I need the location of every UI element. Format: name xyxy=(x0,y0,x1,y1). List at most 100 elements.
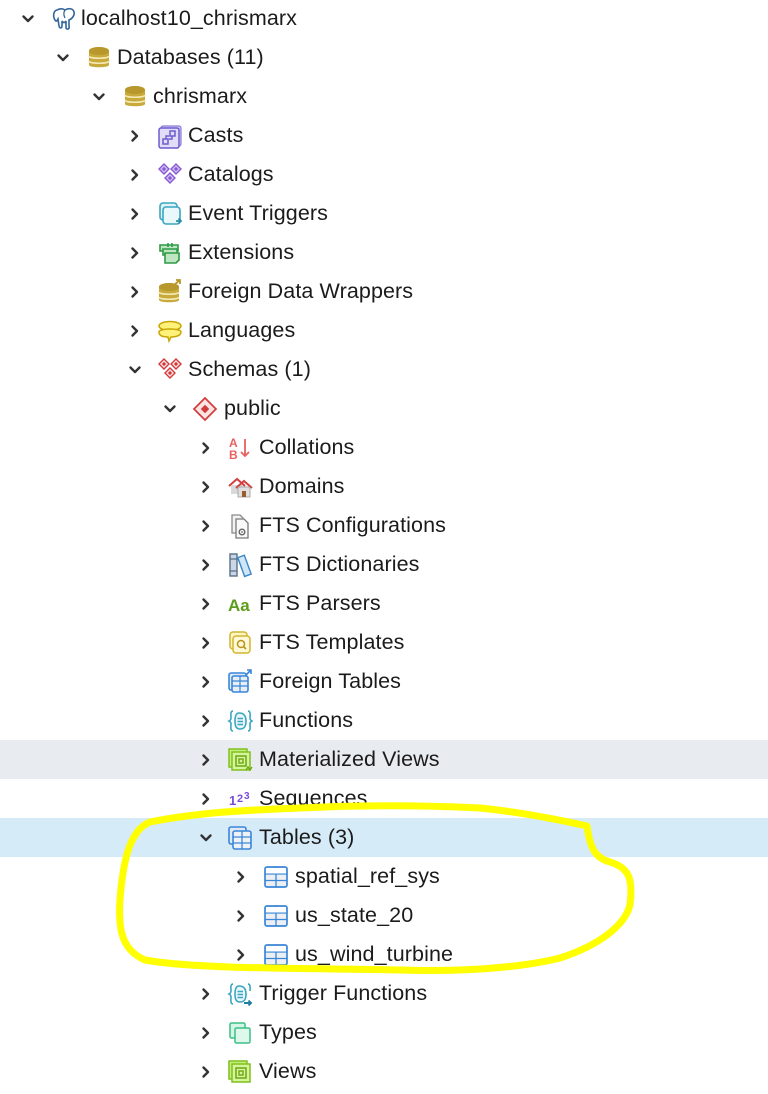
tree-node-schemas[interactable]: Schemas (1) xyxy=(0,350,768,389)
chevron-down-icon[interactable] xyxy=(17,8,39,30)
table-label: spatial_ref_sys xyxy=(295,864,440,888)
chevron-right-icon[interactable] xyxy=(195,476,217,498)
chevron-down-icon[interactable] xyxy=(52,47,74,69)
foreign-data-wrappers-label: Foreign Data Wrappers xyxy=(188,279,414,303)
tree-node-views[interactable]: Views xyxy=(0,1052,768,1091)
chevron-down-icon[interactable] xyxy=(88,86,110,108)
tree-node-extensions[interactable]: Extensions xyxy=(0,233,768,272)
tree-node-table-spatial-ref-sys[interactable]: spatial_ref_sys xyxy=(0,857,768,896)
tree-node-fts-parsers[interactable]: Aa FTS Parsers xyxy=(0,584,768,623)
schema-icon xyxy=(191,395,219,423)
fts-parsers-icon: Aa xyxy=(226,590,254,618)
fts-configurations-label: FTS Configurations xyxy=(259,513,447,537)
chevron-right-icon[interactable] xyxy=(195,983,217,1005)
catalogs-icon xyxy=(156,161,184,189)
table-icon xyxy=(262,863,290,891)
tree-node-table-us-wind-turbine[interactable]: us_wind_turbine xyxy=(0,935,768,974)
event-triggers-icon xyxy=(156,200,184,228)
tree-node-schema-public[interactable]: public xyxy=(0,389,768,428)
tree-node-types[interactable]: Types xyxy=(0,1013,768,1052)
trigger-functions-icon xyxy=(226,980,254,1008)
svg-text:A: A xyxy=(229,436,238,450)
languages-label: Languages xyxy=(188,318,296,342)
tree-node-foreign-data-wrappers[interactable]: Foreign Data Wrappers xyxy=(0,272,768,311)
chevron-right-icon[interactable] xyxy=(195,788,217,810)
chevron-right-icon[interactable] xyxy=(124,242,146,264)
chevron-right-icon[interactable] xyxy=(230,866,252,888)
tree-node-fts-templates[interactable]: FTS Templates xyxy=(0,623,768,662)
casts-label: Casts xyxy=(188,123,244,147)
chevron-down-icon[interactable] xyxy=(195,827,217,849)
domains-icon xyxy=(226,473,254,501)
database-label: chrismarx xyxy=(153,84,248,108)
tree-node-event-triggers[interactable]: Event Triggers xyxy=(0,194,768,233)
types-icon xyxy=(226,1019,254,1047)
languages-icon xyxy=(156,317,184,345)
tree-node-fts-dictionaries[interactable]: FTS Dictionaries xyxy=(0,545,768,584)
foreign-tables-icon xyxy=(226,668,254,696)
tree-node-domains[interactable]: Domains xyxy=(0,467,768,506)
chevron-down-icon[interactable] xyxy=(159,398,181,420)
chevron-right-icon[interactable] xyxy=(195,632,217,654)
tables-label: Tables (3) xyxy=(259,825,355,849)
extensions-icon xyxy=(156,239,184,267)
tree-node-foreign-tables[interactable]: Foreign Tables xyxy=(0,662,768,701)
svg-text:2: 2 xyxy=(237,793,243,805)
tree-node-database-chrismarx[interactable]: chrismarx xyxy=(0,77,768,116)
schemas-label: Schemas (1) xyxy=(188,357,311,381)
tree-node-languages[interactable]: Languages xyxy=(0,311,768,350)
chevron-down-icon[interactable] xyxy=(124,359,146,381)
fts-configurations-icon xyxy=(226,512,254,540)
event-triggers-label: Event Triggers xyxy=(188,201,329,225)
tree-node-catalogs[interactable]: Catalogs xyxy=(0,155,768,194)
foreign-tables-label: Foreign Tables xyxy=(259,669,402,693)
svg-text:Aa: Aa xyxy=(228,596,250,615)
chevron-right-icon[interactable] xyxy=(124,320,146,342)
types-label: Types xyxy=(259,1020,317,1044)
chevron-right-icon[interactable] xyxy=(124,203,146,225)
fts-templates-label: FTS Templates xyxy=(259,630,405,654)
chevron-right-icon[interactable] xyxy=(124,164,146,186)
tree-node-functions[interactable]: Functions xyxy=(0,701,768,740)
catalogs-label: Catalogs xyxy=(188,162,274,186)
tree-node-casts[interactable]: Casts xyxy=(0,116,768,155)
chevron-right-icon[interactable] xyxy=(195,593,217,615)
functions-icon xyxy=(226,707,254,735)
tree-node-table-us-state-20[interactable]: us_state_20 xyxy=(0,896,768,935)
chevron-right-icon[interactable] xyxy=(195,437,217,459)
table-label: us_state_20 xyxy=(295,903,414,927)
chevron-right-icon[interactable] xyxy=(124,125,146,147)
table-icon xyxy=(262,902,290,930)
fts-dictionaries-icon xyxy=(226,551,254,579)
chevron-right-icon[interactable] xyxy=(230,944,252,966)
trigger-functions-label: Trigger Functions xyxy=(259,981,428,1005)
tree-node-fts-configurations[interactable]: FTS Configurations xyxy=(0,506,768,545)
chevron-right-icon[interactable] xyxy=(195,1022,217,1044)
chevron-right-icon[interactable] xyxy=(195,710,217,732)
tree-node-server[interactable]: localhost10_chrismarx xyxy=(0,0,768,38)
tree-node-materialized-views[interactable]: Materialized Views xyxy=(0,740,768,779)
chevron-right-icon[interactable] xyxy=(230,905,252,927)
extensions-label: Extensions xyxy=(188,240,295,264)
chevron-right-icon[interactable] xyxy=(195,1061,217,1083)
chevron-right-icon[interactable] xyxy=(195,749,217,771)
chevron-right-icon[interactable] xyxy=(124,281,146,303)
tree-node-tables[interactable]: Tables (3) xyxy=(0,818,768,857)
database-icon xyxy=(121,83,149,111)
chevron-right-icon[interactable] xyxy=(195,515,217,537)
sequences-label: Sequences xyxy=(259,786,368,810)
table-label: us_wind_turbine xyxy=(295,942,454,966)
chevron-right-icon[interactable] xyxy=(195,554,217,576)
tree-node-databases[interactable]: Databases (11) xyxy=(0,38,768,77)
databases-label: Databases (11) xyxy=(117,45,264,69)
chevron-right-icon[interactable] xyxy=(195,671,217,693)
collations-label: Collations xyxy=(259,435,355,459)
casts-icon xyxy=(156,122,184,150)
fts-templates-icon xyxy=(226,629,254,657)
tree-node-trigger-functions[interactable]: Trigger Functions xyxy=(0,974,768,1013)
schemas-icon xyxy=(156,356,184,384)
materialized-views-label: Materialized Views xyxy=(259,747,440,771)
